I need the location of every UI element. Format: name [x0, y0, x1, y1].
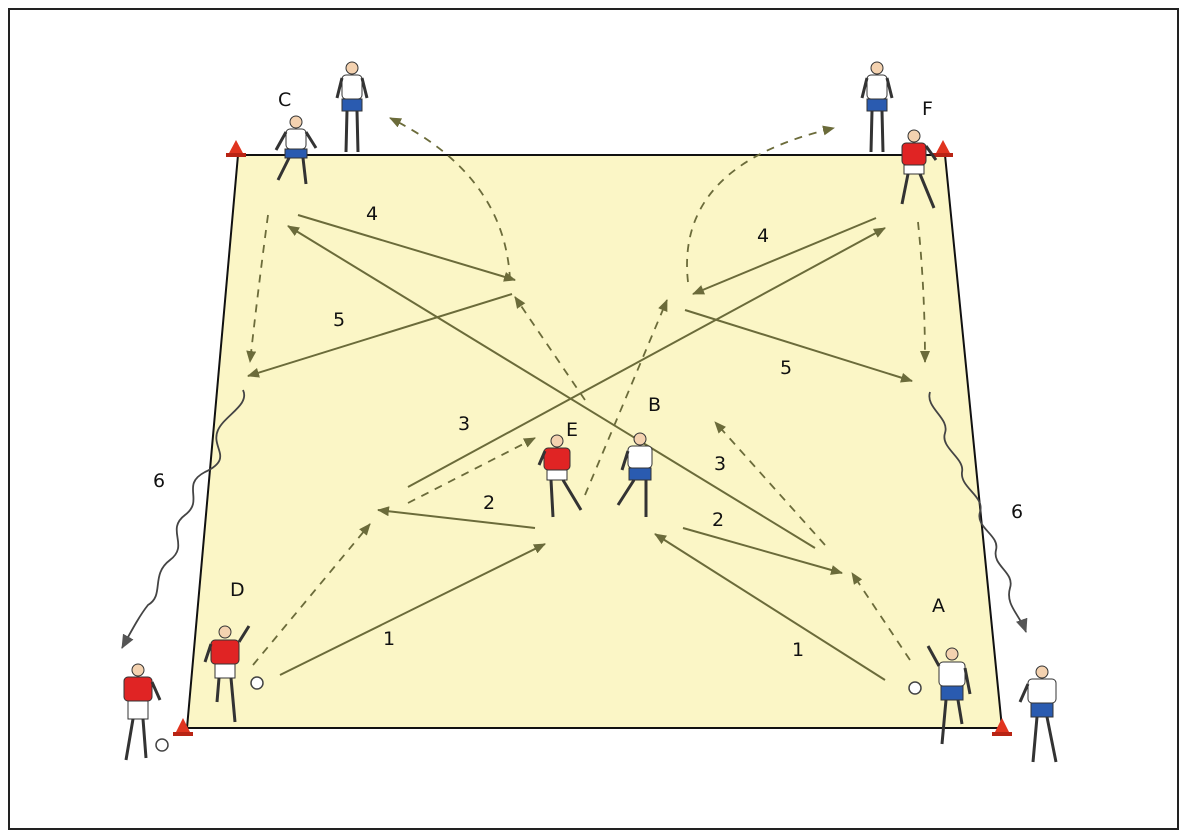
- step-1-right: 1: [792, 639, 804, 661]
- step-4-right: 4: [757, 225, 769, 247]
- pitch-area: [187, 155, 1002, 728]
- ball-a: [909, 682, 921, 694]
- step-3-right: 3: [714, 453, 726, 475]
- step-6-right: 6: [1011, 501, 1023, 523]
- step-2-left: 2: [483, 492, 495, 514]
- step-6-left: 6: [153, 470, 165, 492]
- cone-top-left: [226, 140, 246, 157]
- label-player-c: C: [278, 89, 291, 111]
- ball-outside-left: [156, 739, 168, 751]
- step-3-left: 3: [458, 413, 470, 435]
- label-player-e: E: [566, 419, 578, 441]
- ball-d: [251, 677, 263, 689]
- step-2-right: 2: [712, 509, 724, 531]
- label-player-f: F: [922, 98, 933, 120]
- step-1-left: 1: [383, 628, 395, 650]
- label-player-a: A: [932, 595, 945, 617]
- spare-player-top-left: [337, 62, 367, 152]
- label-player-b: B: [648, 394, 661, 416]
- step-4-left: 4: [366, 203, 378, 225]
- label-player-d: D: [230, 579, 245, 601]
- spare-player-bottom-left: [124, 664, 160, 760]
- step-5-left: 5: [333, 309, 345, 331]
- step-5-right: 5: [780, 357, 792, 379]
- spare-player-top-right: [862, 62, 892, 152]
- cone-top-right: [933, 140, 953, 157]
- spare-player-bottom-right: [1020, 666, 1056, 762]
